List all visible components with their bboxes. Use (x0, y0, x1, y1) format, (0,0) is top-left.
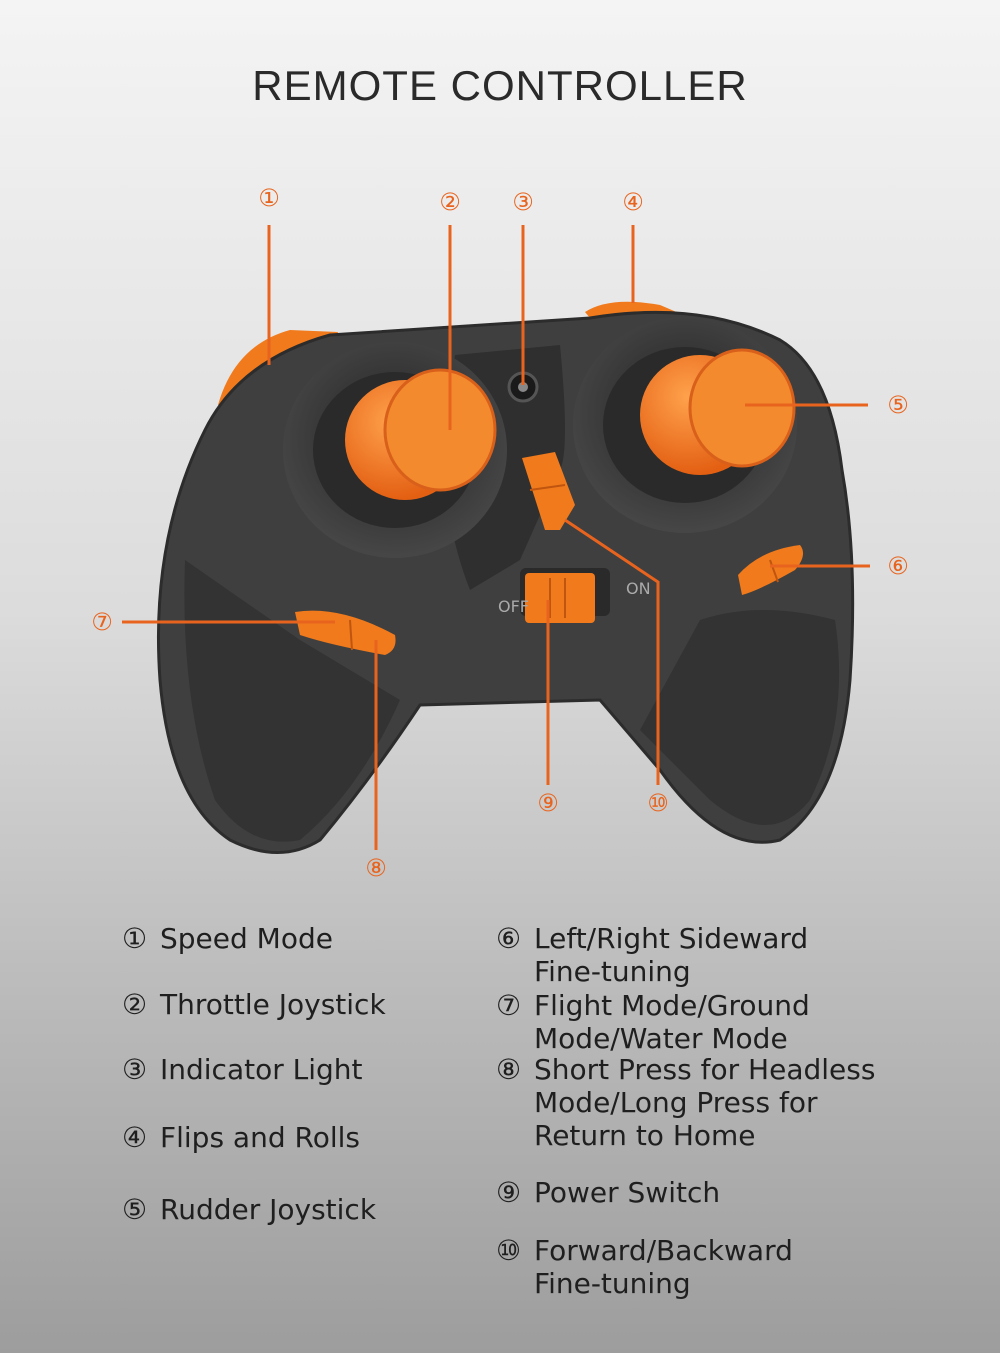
callout-3: ③ (512, 188, 534, 216)
switch-on-label: ON (626, 579, 651, 598)
controller-diagram: OFF ON ① ② ③ ④ ⑤ ⑥ ⑦ ⑧ ⑨ ⑩ (91, 184, 909, 882)
callout-6: ⑥ (887, 552, 909, 580)
callout-8: ⑧ (365, 854, 387, 882)
callout-4: ④ (622, 188, 644, 216)
power-switch[interactable] (525, 573, 595, 623)
callout-7: ⑦ (91, 608, 113, 636)
callout-10: ⑩ (647, 789, 669, 817)
forward-backward-trim[interactable] (522, 452, 575, 530)
switch-off-label: OFF (498, 597, 529, 616)
callout-5: ⑤ (887, 391, 909, 419)
right-grip (640, 610, 840, 825)
callout-1: ① (258, 184, 280, 212)
sideward-trim-buttons[interactable] (738, 545, 804, 595)
callout-9: ⑨ (537, 789, 559, 817)
left-grip (184, 560, 400, 842)
leader-line-10 (564, 518, 660, 785)
callout-2: ② (439, 188, 461, 216)
page-title: REMOTE CONTROLLER (252, 62, 748, 109)
